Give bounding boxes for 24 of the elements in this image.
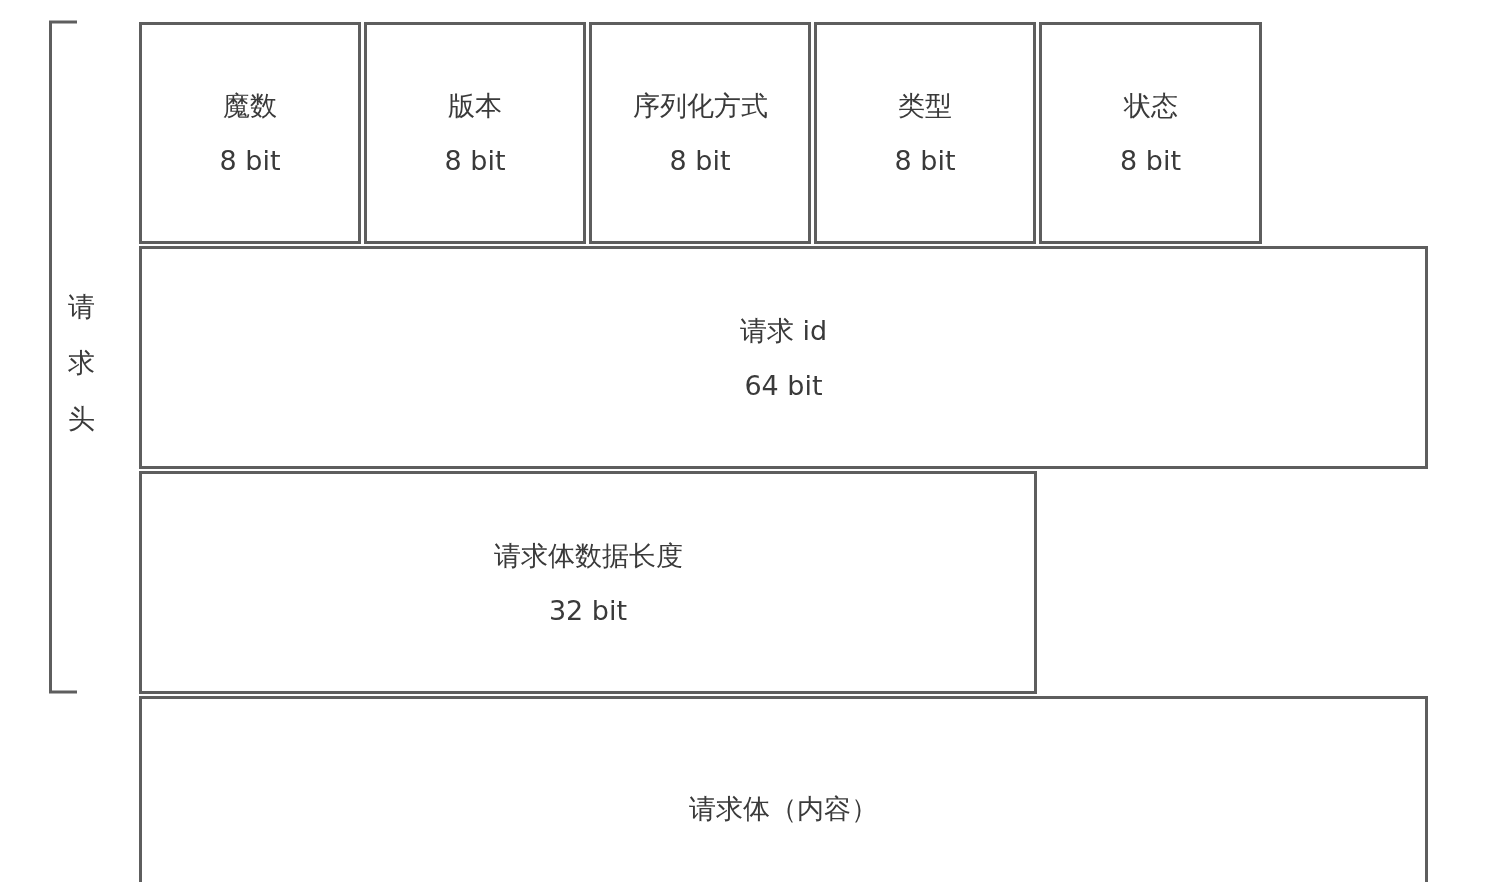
field-label: 8 bit bbox=[1120, 144, 1181, 178]
field-label: 状态 bbox=[1123, 89, 1178, 123]
bracket-label: 请求头 bbox=[68, 290, 95, 436]
field-label: 8 bit bbox=[669, 144, 731, 178]
field-label: 请求 id bbox=[739, 313, 828, 348]
field-label: 8 bit bbox=[219, 144, 281, 178]
field-label: 8 bit bbox=[444, 144, 506, 178]
field-label: 版本 bbox=[448, 89, 502, 123]
field-box bbox=[589, 22, 811, 244]
field-label: 序列化方式 bbox=[632, 89, 768, 123]
field-label: 32 bit bbox=[548, 593, 628, 628]
field-label: 请求体数据长度 bbox=[493, 538, 683, 573]
field-label: 类型 bbox=[898, 89, 952, 123]
field-box bbox=[814, 22, 1036, 244]
field-box bbox=[139, 471, 1037, 694]
field-label: 8 bit bbox=[894, 144, 956, 178]
field-label: 请求体（内容） bbox=[689, 792, 878, 826]
field-box bbox=[139, 246, 1428, 469]
field-box bbox=[1039, 22, 1262, 244]
field-label: 64 bit bbox=[744, 368, 823, 403]
field-box bbox=[364, 22, 586, 244]
field-box bbox=[139, 696, 1428, 882]
field-box bbox=[139, 22, 361, 244]
field-label: 魔数 bbox=[223, 89, 277, 123]
